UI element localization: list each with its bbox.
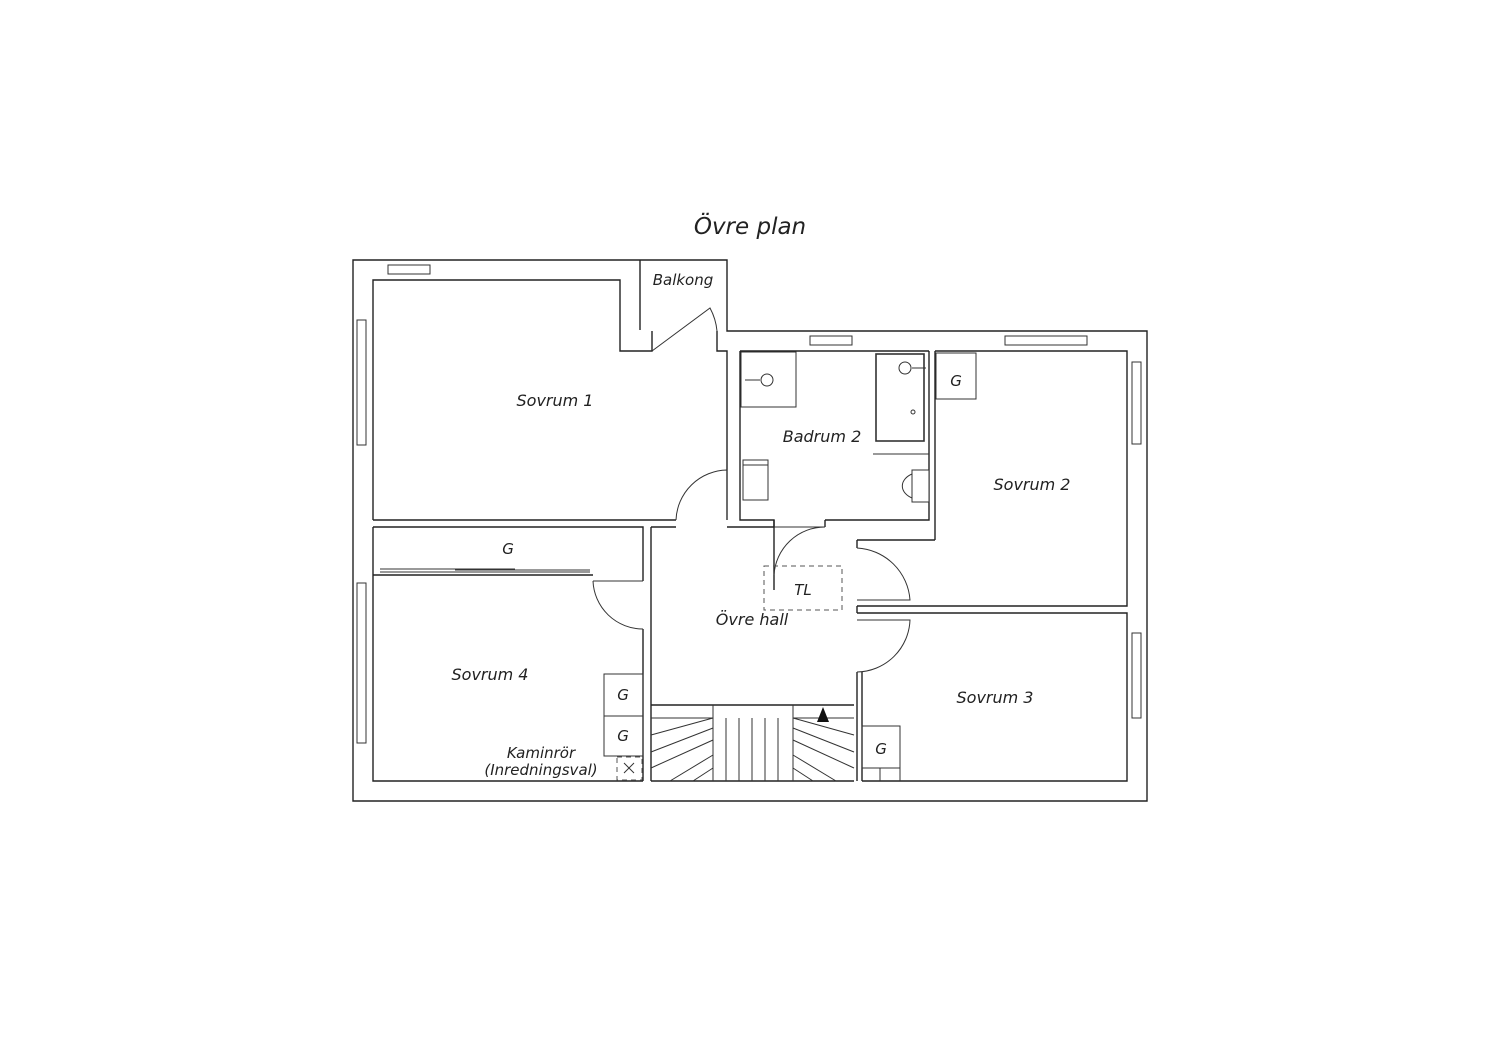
wardrobe-label: G [617, 686, 629, 704]
doors [380, 307, 911, 673]
chimney-label-line1: Kaminrör [507, 744, 576, 762]
window [387, 264, 431, 275]
wardrobe-box [603, 715, 644, 757]
room-label-badrum2: Badrum 2 [783, 427, 862, 446]
window [1004, 335, 1088, 346]
windows [356, 264, 1142, 744]
room-label-sovrum1: Sovrum 1 [517, 391, 594, 410]
room-label-sovrum3: Sovrum 3 [957, 688, 1034, 707]
room-label-sovrum2: Sovrum 2 [994, 475, 1071, 494]
wardrobe-label: G [950, 372, 962, 390]
sink-icon [742, 459, 769, 501]
bathtub-icon [875, 353, 925, 442]
window [356, 582, 367, 744]
room-label-ovre-hall: Övre hall [716, 610, 789, 629]
chimney-label-line2: (Inredningsval) [484, 761, 597, 779]
window [1131, 361, 1142, 445]
room-label-balkong: Balkong [653, 271, 714, 289]
window [356, 319, 367, 446]
bathroom-fixtures [740, 351, 930, 503]
outer-walls [352, 259, 1148, 802]
room-label-sovrum4: Sovrum 4 [452, 665, 529, 684]
chimney-pipe-icon [616, 756, 643, 781]
toilet-icon [911, 469, 930, 503]
staircase [650, 705, 855, 782]
window [809, 335, 853, 346]
stair-direction-arrow-icon [817, 707, 829, 722]
attic-hatch [763, 565, 843, 611]
wardrobe-label: G [502, 540, 514, 558]
window [1131, 632, 1142, 719]
wardrobe-box [935, 352, 977, 400]
plan-title: Övre plan [693, 214, 807, 240]
wardrobe-label: G [875, 740, 887, 758]
attic-hatch-label: TL [794, 581, 812, 599]
wardrobe-box [861, 725, 901, 769]
wardrobe-label: G [617, 727, 629, 745]
wardrobe-boxes [603, 352, 977, 781]
